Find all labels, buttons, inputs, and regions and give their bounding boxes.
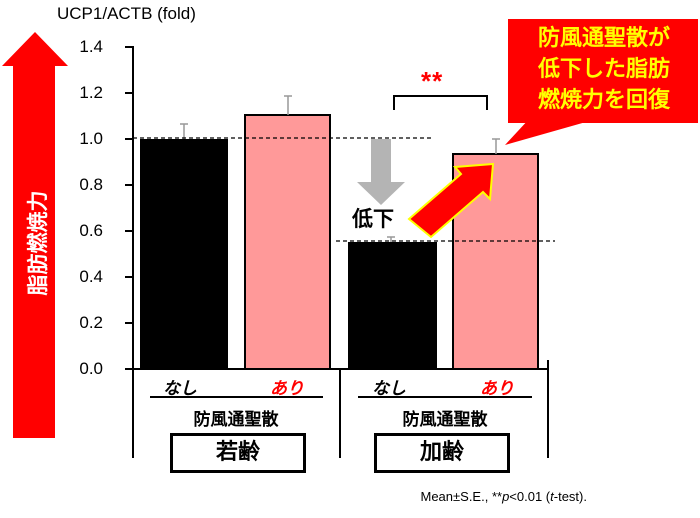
y-axis-title: UCP1/ACTB (fold) <box>57 4 196 23</box>
y-tick-label: 0.0 <box>79 359 103 378</box>
decrease-label: 低下 <box>352 207 394 231</box>
decrease-arrow-icon <box>357 139 405 205</box>
callout-line: 燃焼力を回復 <box>537 88 670 113</box>
drug-label: 防風通聖散 <box>193 410 279 430</box>
footnote-suffix: -test). <box>553 489 587 504</box>
footnote-t: t <box>550 489 554 504</box>
bar-aged-none <box>348 242 437 369</box>
category-label-none: なし <box>163 379 197 399</box>
drug-label: 防風通聖散 <box>402 410 488 430</box>
y-tick-label: 0.4 <box>79 267 103 286</box>
age-group-young: 若齢 <box>170 433 306 473</box>
significance-label: ** <box>421 66 444 96</box>
callout-line: 低下した脂肪 <box>537 57 670 82</box>
category-label-with: あり <box>480 379 514 399</box>
footnote-mid: <0.01 ( <box>509 489 551 504</box>
age-group-aged: 加齢 <box>374 433 510 473</box>
callout-text: 防風通聖散が 低下した脂肪 燃焼力を回復 <box>510 23 698 116</box>
y-tick-label: 1.2 <box>79 83 103 102</box>
callout-line: 防風通聖散が <box>537 26 670 51</box>
footnote: Mean±S.E., **p<0.01 (t-test). <box>421 489 588 504</box>
y-tick-label: 1.0 <box>79 129 103 148</box>
footnote-prefix: Mean±S.E., ** <box>420 489 503 504</box>
bar-young-with <box>244 114 331 370</box>
y-tick-label: 0.8 <box>79 175 103 194</box>
category-label-none: なし <box>372 379 406 399</box>
category-label-with: あり <box>270 379 304 399</box>
callout-box <box>508 19 698 123</box>
recovery-arrow-icon <box>407 162 495 239</box>
footnote-p: p <box>502 489 510 504</box>
y-tick-label: 0.6 <box>79 221 103 240</box>
y-tick-label: 0.2 <box>79 313 103 332</box>
y-tick-label: 1.4 <box>79 37 103 56</box>
bar-young-none <box>140 139 228 369</box>
fat-burning-arrow-icon <box>2 32 68 438</box>
